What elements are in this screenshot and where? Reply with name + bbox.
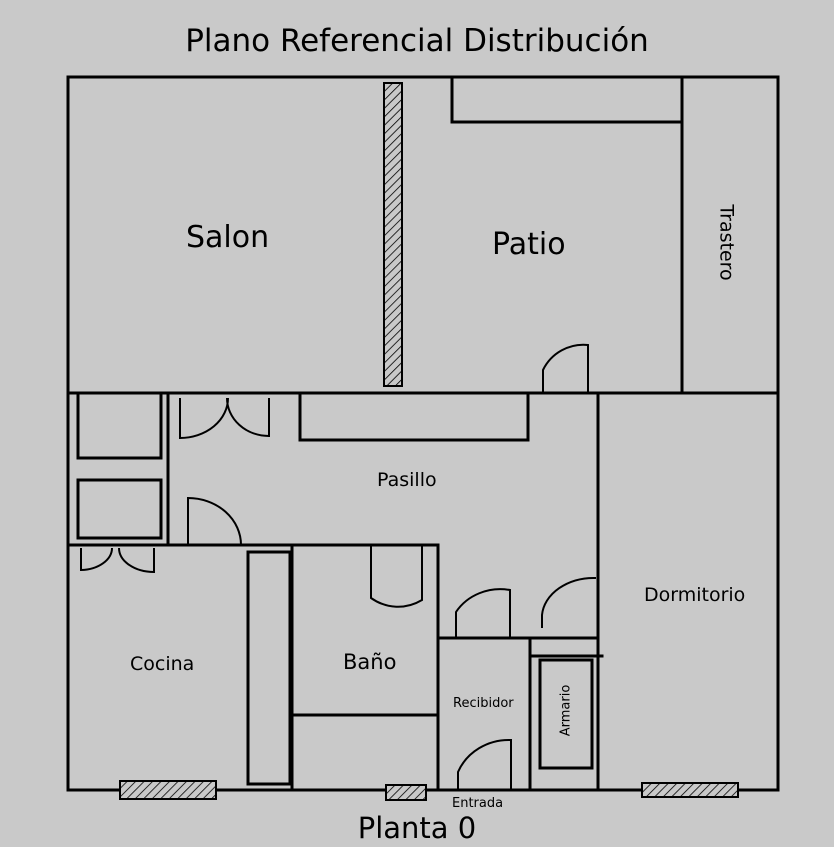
room-label-pasillo: Pasillo: [377, 469, 437, 491]
entrance-threshold: [385, 784, 427, 801]
plan-footer: Planta 0: [357, 811, 477, 845]
room-label-trastero: Trastero: [715, 204, 738, 281]
room-label-patio: Patio: [492, 227, 566, 262]
door-pasillo-left-b: [226, 397, 270, 438]
door-cocina-left: [80, 547, 113, 572]
door-recibidor-left: [455, 588, 511, 638]
room-label-armario: Armario: [558, 684, 574, 737]
door-bano: [370, 545, 423, 608]
pasillo-counter: [298, 391, 530, 442]
cocina-counter: [246, 550, 292, 786]
window-cocina: [119, 780, 217, 800]
room-label-cocina: Cocina: [130, 653, 195, 675]
room-label-salon: Salon: [186, 220, 270, 255]
closet-box-upper: [76, 391, 163, 460]
room-label-recibidor: Recibidor: [453, 696, 514, 711]
page-title: Plano Referencial Distribución: [185, 23, 649, 59]
closet-box-lower: [76, 478, 163, 540]
door-cocina-right: [118, 547, 155, 574]
door-pasillo-left: [179, 397, 229, 440]
hatched-partition: [383, 82, 403, 387]
room-label-dormitorio: Dormitorio: [644, 584, 746, 606]
door-dormitorio: [541, 576, 597, 628]
door-entrada: [457, 738, 512, 790]
armario-box: [538, 658, 594, 770]
window-dormitorio: [641, 782, 739, 798]
room-label-bano: Baño: [343, 650, 397, 674]
door-patio: [542, 343, 589, 393]
patio-bench: [450, 75, 684, 124]
room-label-entrada: Entrada: [452, 796, 504, 811]
door-closet: [187, 496, 242, 546]
